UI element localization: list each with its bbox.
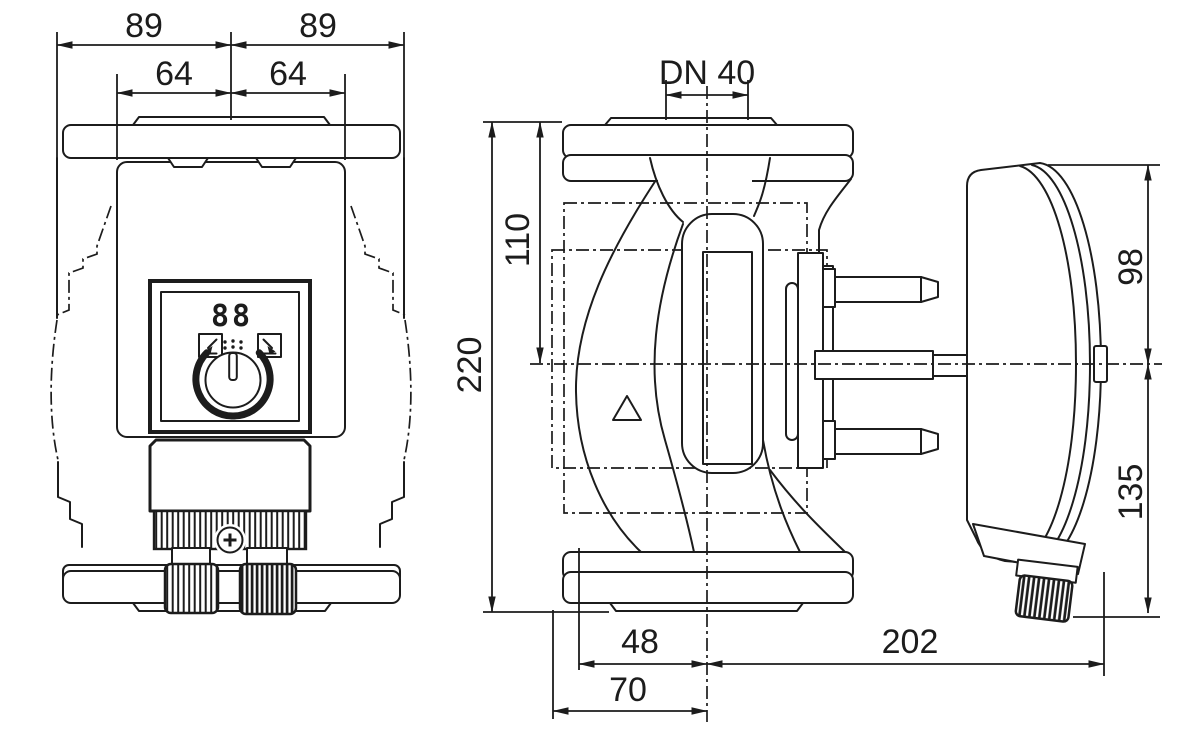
cable-gland-left xyxy=(163,547,220,615)
cable-gland-right xyxy=(238,547,298,616)
led-indicators xyxy=(223,339,243,350)
dim-label-89-right: 89 xyxy=(299,7,337,45)
side-top-flange xyxy=(562,117,854,223)
dim-label-98: 98 xyxy=(1112,248,1150,286)
side-bottom-flange xyxy=(562,551,854,612)
motor-module xyxy=(966,162,1108,623)
pump-shaft xyxy=(814,350,968,380)
control-knob xyxy=(192,349,274,420)
dim-label-64-right: 64 xyxy=(269,55,307,93)
casting-tab-right xyxy=(255,157,297,168)
dim-label-dn40: DN 40 xyxy=(659,54,755,92)
casting-tab-left xyxy=(167,157,209,168)
knob-pointer xyxy=(228,352,238,381)
bottom-flange-lower xyxy=(62,570,401,604)
dim-label-110: 110 xyxy=(499,213,537,267)
front-housing-silhouette xyxy=(50,157,412,548)
dim-label-64-left: 64 xyxy=(155,55,193,93)
stud-bolt-bottom xyxy=(822,420,939,460)
dim-label-70: 70 xyxy=(609,671,647,709)
side-view: DN 40 220 110 98 135 48 70 202 xyxy=(451,54,1162,722)
motor-flange-assembly xyxy=(785,252,968,469)
stud-bolt-top xyxy=(822,268,939,308)
side-dimensions: DN 40 220 110 98 135 48 70 202 xyxy=(451,54,1160,719)
flow-direction-icon xyxy=(612,395,642,421)
dim-label-220: 220 xyxy=(451,337,489,394)
motor-terminal-box xyxy=(972,523,1086,575)
dim-label-48: 48 xyxy=(621,623,659,661)
pipe-bore xyxy=(702,251,753,465)
button-right xyxy=(257,333,282,358)
control-panel: 88 xyxy=(148,279,312,434)
seven-segment-display: 88 xyxy=(211,299,253,334)
front-view: 88 xyxy=(50,7,412,616)
dim-label-202: 202 xyxy=(882,623,939,661)
dim-label-135: 135 xyxy=(1112,464,1150,521)
bottom-flange-lip xyxy=(132,602,332,612)
volute-casing xyxy=(574,178,852,553)
dim-label-89-left: 89 xyxy=(125,7,163,45)
motor-cable-gland xyxy=(1014,558,1079,623)
arrow-icon xyxy=(267,346,276,354)
front-dimensions: 89 89 64 64 xyxy=(56,7,405,160)
top-flange xyxy=(62,124,401,159)
fixing-screw xyxy=(214,524,246,556)
